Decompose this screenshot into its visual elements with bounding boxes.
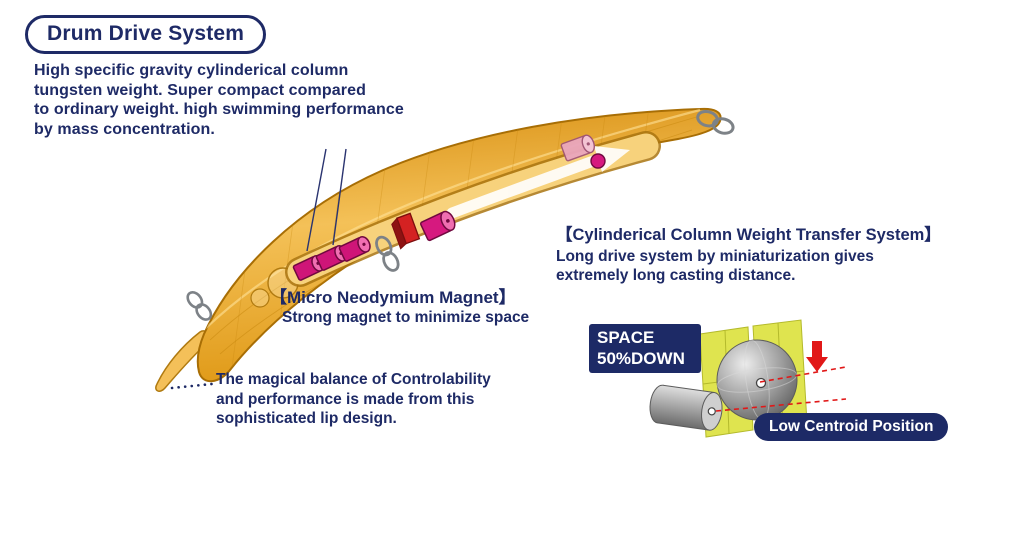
page-title: Drum Drive System: [47, 22, 245, 45]
title-badge: Drum Drive System: [25, 15, 267, 54]
tail-snap-icon: [696, 109, 735, 135]
front-snap-icon: [186, 291, 213, 321]
lip-design-note: The magical balance of Controlability an…: [216, 371, 491, 427]
head-cavity-circle-small: [250, 288, 270, 308]
weight-cylinder-icon: [419, 210, 456, 242]
tungsten-weights-icon: [292, 235, 371, 281]
centroid-diagram: [649, 319, 847, 438]
lip-dotted-line: [170, 382, 214, 390]
space-down-badge: SPACE 50%DOWN: [589, 324, 701, 373]
magnet-icon: [391, 212, 421, 250]
low-centroid-badge: Low Centroid Position: [754, 413, 949, 441]
magnet-caption: 【Micro Neodymium Magnet】 Strong magnet t…: [270, 288, 529, 327]
magnet-caption-body: Strong magnet to minimize space: [282, 309, 530, 326]
magnet-caption-heading: 【Micro Neodymium Magnet】: [270, 288, 516, 307]
rear-weight-icon: [560, 134, 606, 169]
intro-text: High specific gravity cylinderical colum…: [34, 62, 404, 138]
transfer-caption-heading: 【Cylinderical Column Weight Transfer Sys…: [556, 226, 941, 244]
centroid-dashed-lines: [715, 366, 847, 412]
down-arrow-icon: [806, 341, 828, 372]
belly-snap-icon: [375, 235, 400, 272]
transfer-caption-body: Long drive system by miniaturization giv…: [556, 248, 874, 284]
transfer-caption: 【Cylinderical Column Weight Transfer Sys…: [556, 225, 941, 285]
compact-weight-cylinder-icon: [649, 384, 723, 431]
leader-lines: [306, 148, 347, 252]
